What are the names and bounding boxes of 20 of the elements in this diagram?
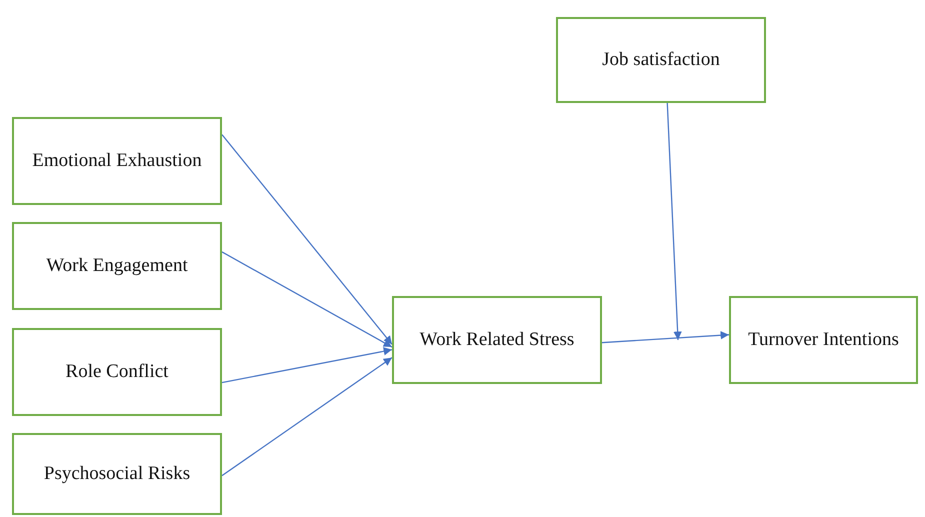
variable-box bbox=[556, 17, 766, 103]
variable-box bbox=[12, 222, 222, 310]
box-label: Role Conflict bbox=[66, 360, 168, 384]
box-label: Psychosocial Risks bbox=[44, 462, 190, 486]
variable-box bbox=[12, 328, 222, 416]
variable-box bbox=[392, 296, 602, 384]
arrow bbox=[222, 251, 392, 348]
box-label: Work Related Stress bbox=[420, 328, 574, 352]
box-label: Work Engagement bbox=[46, 254, 188, 278]
arrow bbox=[222, 347, 392, 384]
box-label: Emotional Exhaustion bbox=[32, 149, 202, 174]
variable-box bbox=[12, 433, 222, 515]
arrow bbox=[666, 102, 682, 340]
box-label: Turnover Intentions bbox=[748, 328, 899, 352]
arrow bbox=[602, 331, 730, 344]
variable-box bbox=[12, 117, 222, 205]
variable-box bbox=[729, 296, 918, 384]
arrow bbox=[222, 134, 392, 345]
box-label: Job satisfaction bbox=[602, 48, 720, 72]
arrow bbox=[222, 357, 392, 476]
